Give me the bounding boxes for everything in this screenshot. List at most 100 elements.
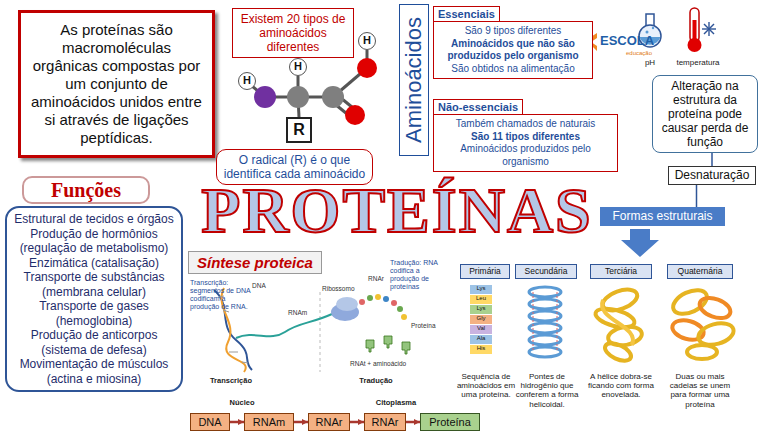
secondary-helix [529, 311, 561, 321]
thermometer-icon [704, 24, 714, 34]
heading-box: Funções [22, 176, 150, 204]
flow-box: Proteína [420, 413, 480, 431]
header-box: Quaternária [667, 264, 733, 279]
tertiary-fold [602, 340, 633, 365]
synthesis-illustration [359, 299, 365, 305]
primary-structure [470, 285, 492, 294]
label: Leu [470, 295, 492, 302]
node-text: Desnaturação [673, 168, 751, 183]
node-text: Produção de hormônios (regulação de meta… [13, 227, 175, 256]
primary-structure [470, 285, 492, 354]
label: RNAt + aminoácido [350, 360, 414, 367]
node-text: Produção de anticorpos (sistema de defes… [13, 328, 175, 357]
node-text: São obtidos na alimentação [438, 63, 588, 76]
label: His [470, 345, 492, 352]
node-text: Aminoácidos produzidos pelo organismo [438, 143, 613, 168]
node-text: Estrutural de tecidos e órgãos [13, 212, 175, 227]
label: ESCOLA [600, 34, 660, 49]
synthesis-illustration [401, 314, 407, 320]
node-text: H [239, 73, 255, 88]
label: RNAr [368, 275, 390, 282]
secondary-helix [529, 287, 561, 297]
thermometer-icon [688, 8, 717, 52]
label: Transcrição: segmentos de DNA codificam … [190, 279, 252, 311]
synthesis-illustration [384, 336, 392, 348]
secondary-helix [529, 299, 561, 309]
arrow-band: Formas estruturais [600, 207, 725, 226]
hydrogen-atom: H [238, 72, 256, 90]
heading-tab: Essenciais [433, 6, 500, 22]
node-text: São 9 tipos diferentes [438, 25, 588, 38]
structure-arrow [621, 229, 659, 257]
node-text: Funções [24, 178, 148, 202]
node-text: R [288, 119, 310, 141]
quaternary-fold [687, 345, 717, 359]
category-box: Não-essenciaisTambém chamados de naturai… [433, 97, 618, 172]
node-text: DNA [193, 415, 227, 429]
heading-tab: Não-essenciais [433, 99, 523, 115]
flask-icon [652, 27, 654, 29]
node-text: Enzimática (catalisação) [13, 256, 175, 271]
node-text: RNAr [367, 415, 403, 429]
atom [254, 86, 276, 108]
thermometer-icon [690, 8, 699, 42]
label: DNA [252, 282, 274, 289]
node-text: H [359, 33, 375, 48]
synthesis-illustration [320, 292, 321, 372]
connector [406, 421, 420, 424]
primary-structure [470, 325, 492, 334]
node-text: Movimentação de músculos (actina e miosi… [13, 357, 175, 386]
label: Tradução [348, 377, 404, 386]
heading-box: Síntese proteica [188, 251, 322, 274]
synthesis-illustration [236, 314, 332, 338]
synthesis-illustration [214, 288, 410, 372]
secondary-helix [529, 287, 561, 357]
synthesis-illustration [383, 296, 389, 302]
synthesis-illustration [367, 295, 373, 301]
hydrogen-atom: H [289, 58, 307, 76]
process-box: Desnaturação [668, 166, 756, 185]
synthesis-illustration [223, 310, 229, 312]
thermometer-icon [702, 22, 716, 36]
node-text: RNAr [311, 415, 347, 429]
synthesis-illustration [359, 294, 407, 320]
thermometer-icon [704, 24, 714, 34]
node-text: Síntese proteica [197, 253, 313, 272]
atom [322, 86, 344, 108]
hydrogen-atom: H [358, 32, 376, 50]
label: Citoplasma [360, 399, 432, 408]
label: Lys [470, 305, 492, 312]
node-text: Terciária [593, 266, 649, 277]
node-text: Aminoácidos que não são produzidos pelo … [438, 38, 588, 63]
radical-box: R [286, 117, 312, 143]
synthesis-illustration [366, 340, 374, 352]
label: Ala [470, 335, 492, 342]
node-text: O radical (R) é o que identifica cada am… [223, 153, 366, 181]
label: A hélice dobra-se ficando com forma enov… [588, 372, 654, 400]
node-text: Transporte de gases (hemoglobina) [13, 299, 175, 328]
secondary-helix [529, 335, 561, 345]
node-text: Primária [463, 266, 507, 277]
label: Sequência de aminoácidos em uma proteína… [455, 372, 517, 400]
list-box: Estrutural de tecidos e órgãosProdução d… [5, 206, 183, 392]
body-box: Também chamados de naturaisSão 11 tipos … [433, 114, 618, 172]
flow-box: RNAr [308, 413, 350, 431]
label: RNAm [288, 309, 314, 316]
label: Duas ou mais cadeias se unem para formar… [664, 372, 736, 409]
node-text: Transporte de substâncias (membrana celu… [13, 270, 175, 299]
label: Proteína [411, 322, 443, 329]
primary-structure [470, 335, 492, 344]
label: Val [470, 325, 492, 332]
info-box: Existem 20 tipos de aminoácidos diferent… [232, 8, 354, 58]
synthesis-illustration [366, 336, 410, 354]
label: educação [626, 50, 666, 57]
node-text: Não-essenciais [438, 100, 518, 114]
body-box: São 9 tipos diferentesAminoácidos que nã… [433, 21, 593, 79]
node-text: Proteína [423, 415, 477, 429]
synthesis-illustration [336, 297, 358, 311]
node-text: Quaternária [670, 266, 730, 277]
connector [696, 185, 698, 207]
flow-box: RNAr [364, 413, 406, 431]
secondary-helix [529, 347, 561, 357]
